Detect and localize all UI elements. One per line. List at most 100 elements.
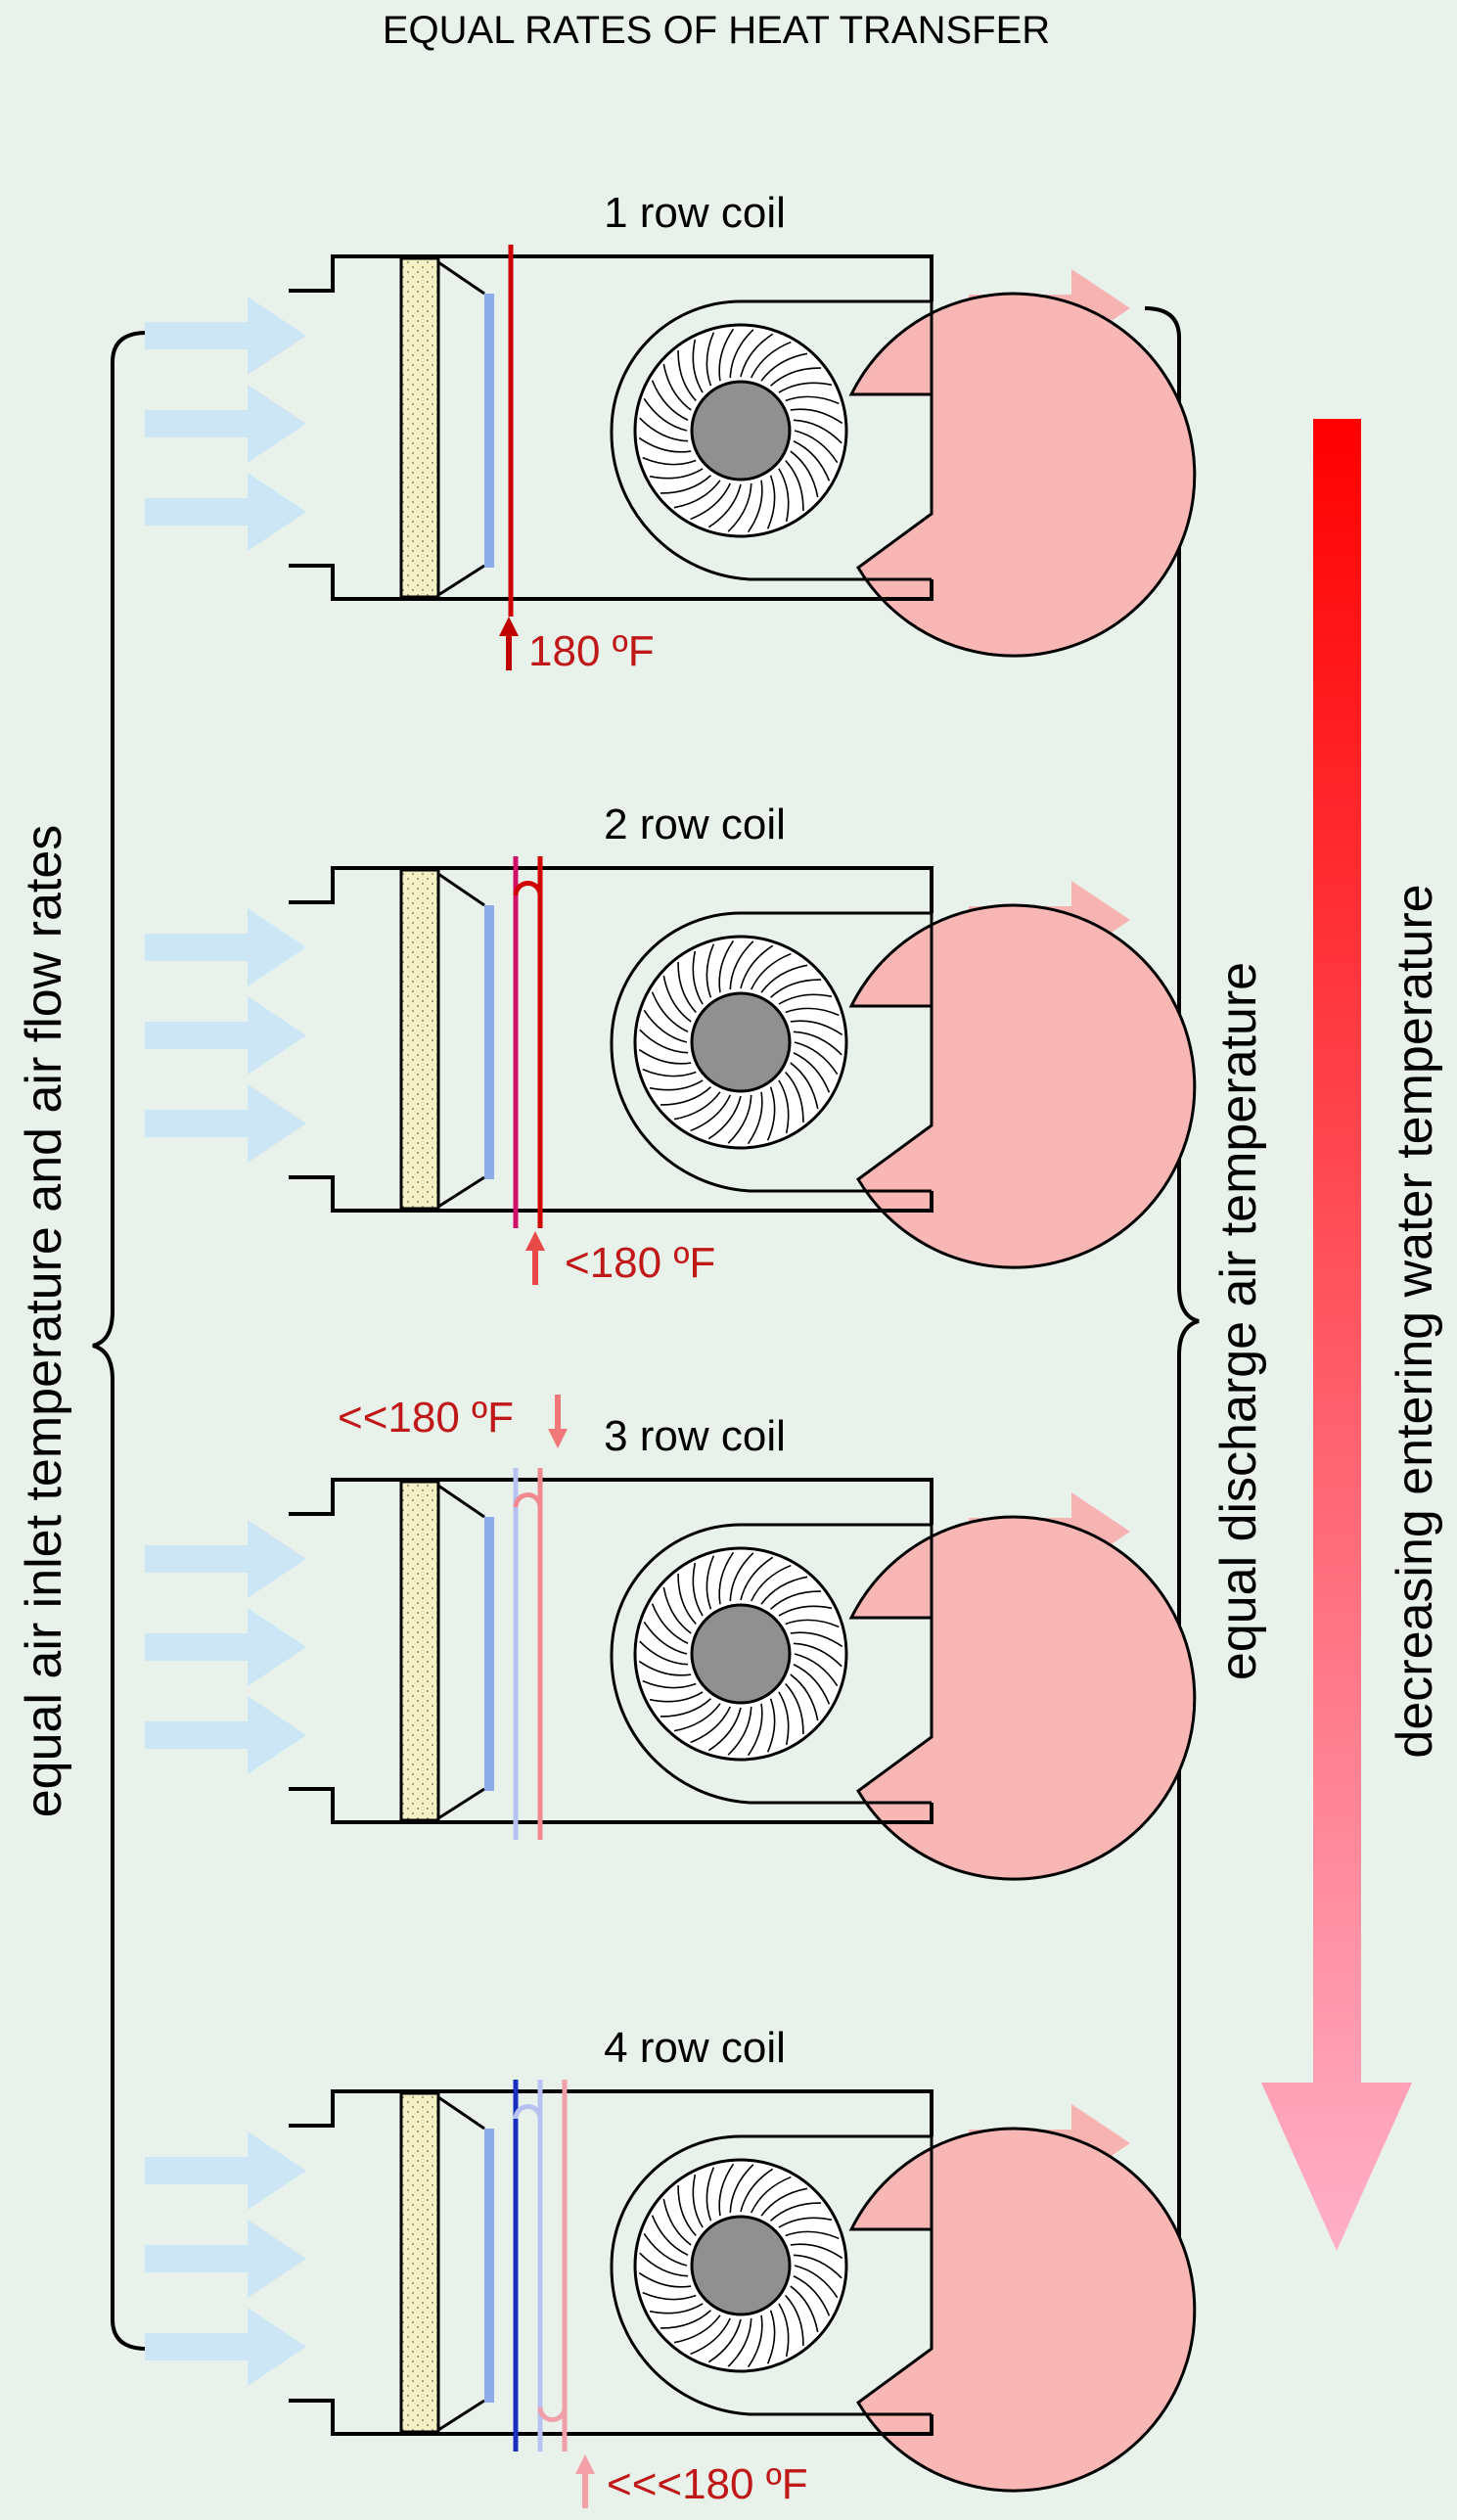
fan-blade <box>649 1691 704 1703</box>
fan-blade <box>778 1691 790 1746</box>
fan-blade <box>638 1048 692 1065</box>
fan-blade <box>707 483 742 528</box>
tube-bend <box>513 1492 543 1508</box>
tube-bend <box>540 1796 565 1809</box>
fan-blade <box>662 1586 692 1634</box>
fan-blade <box>642 456 697 466</box>
fan-blade <box>760 1576 808 1605</box>
water-inlet-arrow-head <box>499 617 519 636</box>
duct-line <box>437 2095 485 2131</box>
fan-blade <box>649 1079 704 1091</box>
fan-blade <box>770 1590 822 1610</box>
fan-blade <box>747 2314 763 2368</box>
fan-blade <box>760 964 808 993</box>
fan-blade <box>740 1556 774 1601</box>
fan-blade <box>747 1091 763 1145</box>
inlet-air-arrow <box>145 2131 306 2210</box>
right-brace <box>1144 306 1200 2331</box>
fan-blade <box>790 1631 843 1648</box>
fan-hub <box>690 1603 792 1705</box>
fan-blade <box>760 352 808 382</box>
fan-blade <box>778 2217 833 2228</box>
coil-label: 1 row coil <box>604 189 786 237</box>
fan-blade <box>785 2295 804 2347</box>
fan-blade <box>643 2232 688 2267</box>
fan-blade <box>785 1619 840 1628</box>
fan-blade <box>794 1653 839 1687</box>
tube-bend <box>513 2104 543 2120</box>
fan-blade <box>793 1031 842 1056</box>
fan-blade <box>677 2184 697 2236</box>
fan-blade <box>785 460 804 512</box>
fan-blade <box>766 1086 776 1141</box>
fan-blade <box>690 482 731 521</box>
fan-housing <box>848 1515 1197 1881</box>
fan-blade <box>778 468 790 523</box>
fan-blade <box>662 975 692 1023</box>
fan-blade <box>766 1698 776 1753</box>
fan-blade <box>785 1683 804 1735</box>
tube-bend <box>537 2406 568 2422</box>
inlet-air-arrow <box>145 1696 306 1774</box>
fan-housing <box>848 292 1197 658</box>
water-temp-label: <<180 ºF <box>338 1394 514 1442</box>
duct-line <box>437 1484 485 1519</box>
fan-blade <box>729 940 754 990</box>
fan-blade <box>639 1640 689 1666</box>
fan-blade <box>718 939 735 993</box>
fan-blade <box>793 1664 831 1705</box>
fan-blade <box>639 417 689 442</box>
fan-blade <box>770 979 822 998</box>
inlet-air-arrow <box>145 1084 306 1163</box>
duct-line <box>437 1787 485 1820</box>
fan-blade <box>718 2163 735 2217</box>
fan-blade <box>790 408 843 425</box>
fan-blade <box>790 2243 843 2260</box>
duct-line <box>437 1175 485 1209</box>
water-temp-label: <180 ºF <box>565 1239 715 1287</box>
fan-blade <box>692 339 704 393</box>
air-handler-unit: 4 row coil<<<180 ºF <box>145 2024 1197 2508</box>
coil-header <box>484 905 494 1179</box>
duct-line <box>437 564 485 597</box>
fan-blade <box>706 1555 715 1610</box>
fan-blade <box>770 2202 822 2222</box>
fan-blade <box>638 1660 692 1676</box>
fan-blade <box>727 1094 752 1144</box>
gradient-label: decreasing entering water temperature <box>1387 884 1443 1758</box>
fan-hub <box>690 991 792 1093</box>
coil-label: 2 row coil <box>604 801 786 848</box>
fan-blade <box>727 1706 752 1756</box>
fan-blade <box>751 1564 792 1602</box>
fan-blade <box>677 1573 697 1625</box>
fan-blade <box>660 1698 711 1718</box>
fan-blade <box>718 328 735 382</box>
fan-blade <box>642 1679 697 1689</box>
fan-blade <box>794 1041 839 1076</box>
coil-fins <box>484 1515 584 1793</box>
fan-blade <box>638 2271 692 2288</box>
fan-blade <box>642 1068 697 1077</box>
coil-header <box>484 2129 494 2403</box>
fan-blade <box>643 1009 688 1043</box>
fan-blade <box>690 2317 731 2356</box>
fan-blade <box>649 2303 704 2314</box>
fan-blade <box>740 944 774 989</box>
air-filter <box>399 1480 440 1822</box>
fan-blade <box>760 2187 808 2217</box>
fan-blade <box>662 2198 692 2246</box>
fan-blade <box>778 993 833 1005</box>
fan-blade <box>751 2176 792 2214</box>
fan-blade <box>740 333 774 378</box>
fan-blade <box>778 1079 790 1134</box>
right-label: equal discharge air temperature <box>1210 962 1267 1680</box>
inlet-air-arrow <box>145 2308 306 2386</box>
air-filter <box>399 256 440 599</box>
cabinet-outline <box>289 1478 933 1824</box>
fan-blade <box>740 2168 774 2213</box>
fan-blade <box>660 1086 711 1106</box>
air-filter <box>399 2091 440 2434</box>
fan-blade <box>766 475 776 529</box>
